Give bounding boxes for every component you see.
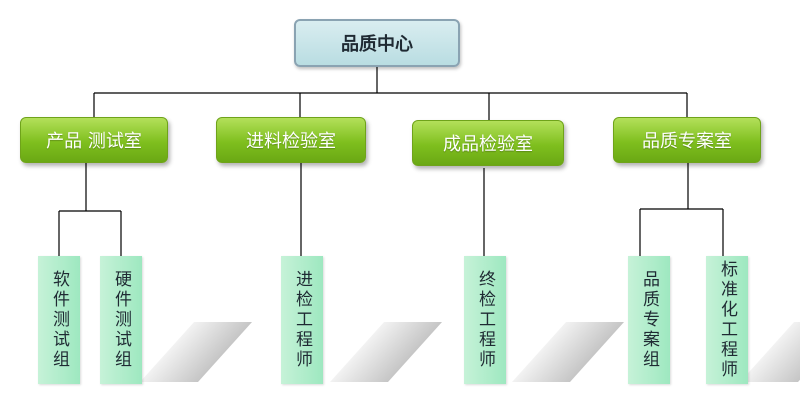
connector-teams-4 (639, 163, 724, 256)
department-label: 成品检验室 (443, 134, 533, 155)
department-node: 品质专案室 (613, 117, 761, 163)
team-label: 硬件测试组 (111, 270, 131, 370)
team-label: 标准化工程师 (717, 260, 737, 380)
team-node: 标准化工程师 (706, 256, 748, 384)
team-node: 硬件测试组 (100, 256, 142, 384)
org-root-label: 品质中心 (341, 34, 413, 55)
department-node: 成品检验室 (412, 120, 564, 166)
team-label: 终检工程师 (475, 270, 495, 370)
department-label: 品质专案室 (642, 131, 732, 152)
team-node: 进检工程师 (281, 256, 323, 384)
department-node: 进料检验室 (216, 117, 366, 163)
connector-teams-1 (58, 163, 122, 256)
department-node: 产品 测试室 (20, 117, 168, 163)
team-node: 品质专案组 (628, 256, 670, 384)
org-root-node: 品质中心 (294, 19, 460, 67)
team-label: 品质专案组 (639, 270, 659, 370)
team-label: 进检工程师 (292, 270, 312, 370)
team-label: 软件测试组 (49, 270, 69, 370)
team-node: 终检工程师 (464, 256, 506, 384)
department-label: 进料检验室 (246, 131, 336, 152)
team-node: 软件测试组 (38, 256, 80, 384)
department-label: 产品 测试室 (46, 131, 142, 152)
